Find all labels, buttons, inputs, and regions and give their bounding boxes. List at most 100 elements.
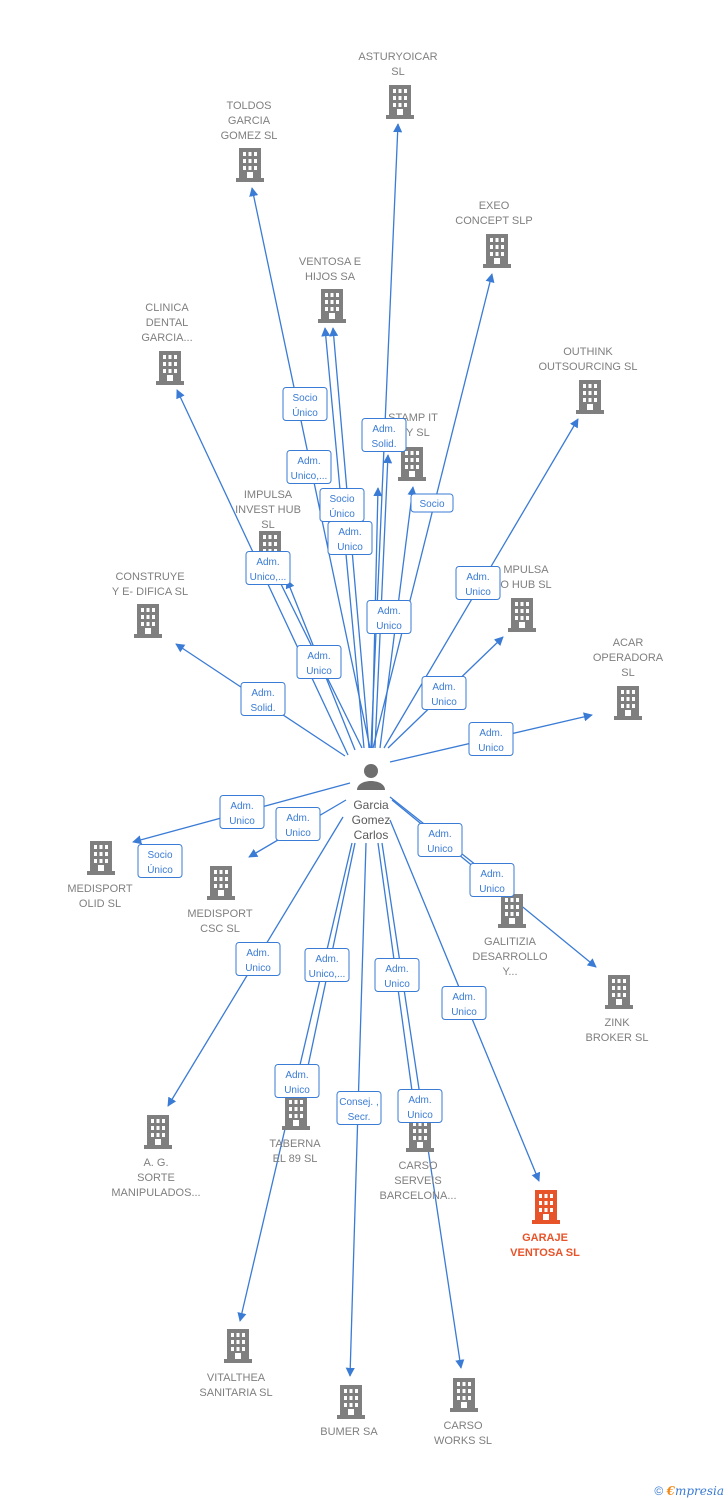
edge-label-box bbox=[468, 722, 514, 756]
edge-label-box bbox=[327, 521, 373, 555]
edge-label-text: Consej. , bbox=[339, 1097, 378, 1108]
edge-label-text: Unico bbox=[451, 1007, 477, 1018]
edge-label-text: Unico bbox=[337, 542, 363, 553]
edge-label-text: Adm. bbox=[377, 606, 400, 617]
edge-label-text: Socio bbox=[147, 850, 172, 861]
edge-label-text: Adm. bbox=[285, 1070, 308, 1081]
edge-label-text: Adm. bbox=[230, 801, 253, 812]
edge-label-box bbox=[361, 418, 407, 452]
edge-label: Socio bbox=[410, 493, 454, 513]
edge-label-box bbox=[455, 566, 501, 600]
company-label-line: WORKS SL bbox=[434, 1435, 492, 1447]
company-label-line: CARSO bbox=[443, 1420, 483, 1432]
company-label-line: CLINICA bbox=[145, 302, 189, 314]
company-label-line: MEDISPORT bbox=[67, 883, 132, 895]
building-icon bbox=[406, 1118, 434, 1152]
company-label-line: GALITIZIA bbox=[484, 936, 537, 948]
copyright-symbol: © bbox=[654, 1484, 664, 1498]
edge-label-box bbox=[137, 844, 183, 878]
company-node-galitizia[interactable]: GALITIZIADESARROLLOY... bbox=[472, 894, 548, 978]
edge-label-text: Adm. bbox=[452, 992, 475, 1003]
company-label-line: MPULSA bbox=[503, 564, 549, 576]
building-icon bbox=[236, 148, 264, 182]
edge-label: Adm.Unico bbox=[455, 566, 501, 600]
edge-label-text: Unico bbox=[384, 979, 410, 990]
company-label-line: SORTE bbox=[137, 1172, 175, 1184]
edge-label: Adm.Unico bbox=[296, 645, 342, 679]
edge-label-text: Adm. bbox=[251, 688, 274, 699]
edge-label-text: Socio bbox=[292, 393, 317, 404]
company-label-line: BUMER SA bbox=[320, 1426, 378, 1438]
edge-label-box bbox=[410, 493, 454, 513]
edge-label-text: Unico,... bbox=[250, 572, 287, 583]
company-label-line: ACAR bbox=[613, 637, 644, 649]
edge-label-box bbox=[469, 863, 515, 897]
company-node-carso-works[interactable]: CARSO WORKS SL bbox=[434, 1378, 492, 1447]
edge-labels: SocioÚnicoAdm.Solid.Adm.Unico,...SocioÚn… bbox=[137, 387, 515, 1125]
company-node-vitalthea[interactable]: VITALTHEA SANITARIA SL bbox=[199, 1329, 273, 1399]
company-label-line: TOLDOS bbox=[226, 100, 271, 112]
edge-label-text: Solid. bbox=[250, 703, 275, 714]
edge-label: Adm.Unico bbox=[235, 942, 281, 976]
building-icon bbox=[576, 380, 604, 414]
building-icon bbox=[134, 604, 162, 638]
edge-label: Adm.Unico bbox=[274, 1064, 320, 1098]
edge-label: Adm.Solid. bbox=[361, 418, 407, 452]
edge-label: Adm.Unico bbox=[327, 521, 373, 555]
edge-label: Adm. Unico bbox=[366, 600, 412, 634]
company-label-line: SERVEIS bbox=[394, 1175, 442, 1187]
edge-label-text: Adm. bbox=[315, 954, 338, 965]
edge-label-box bbox=[441, 986, 487, 1020]
edge-label-text: Adm. bbox=[428, 829, 451, 840]
edge-label-text: Unico bbox=[465, 587, 491, 598]
edge-label: Adm. Solid. bbox=[240, 682, 286, 716]
edge-label-box bbox=[374, 958, 420, 992]
edge-label-box bbox=[245, 551, 291, 585]
edge-label: Adm.Unico bbox=[275, 807, 321, 841]
company-node-bumer[interactable]: BUMER SA bbox=[320, 1385, 378, 1438]
building-icon bbox=[386, 85, 414, 119]
edge-label: Adm.Unico bbox=[469, 863, 515, 897]
edge-label: Adm.Unico bbox=[219, 795, 265, 829]
company-label-line: TABERNA bbox=[269, 1138, 321, 1150]
company-node-clinica[interactable]: CLINICADENTALGARCIA... bbox=[141, 302, 193, 385]
edge-label-text: Unico,... bbox=[309, 969, 346, 980]
company-label-line: SANITARIA SL bbox=[199, 1387, 272, 1399]
company-label-line: SL bbox=[391, 66, 404, 78]
building-icon bbox=[224, 1329, 252, 1363]
company-label-line: BROKER SL bbox=[586, 1032, 649, 1044]
company-label-line: VENTOSA SL bbox=[510, 1247, 580, 1259]
person-name-line-3: Carlos bbox=[354, 828, 389, 842]
footer-brand: © €mpresia bbox=[654, 1484, 724, 1498]
edge-label: Adm.Unico,... bbox=[245, 551, 291, 585]
person-node[interactable]: Garcia Gomez Carlos bbox=[352, 764, 391, 842]
edge-label-text: Adm. bbox=[480, 869, 503, 880]
building-icon bbox=[156, 351, 184, 385]
edge-label-text: Unico bbox=[376, 621, 402, 632]
company-node-sorte[interactable]: A. G.SORTEMANIPULADOS... bbox=[111, 1115, 201, 1199]
building-icon bbox=[614, 686, 642, 720]
edge-label-text: Adm. bbox=[286, 813, 309, 824]
edge-label: Adm.Unico bbox=[417, 823, 463, 857]
company-node-carso-serveis[interactable]: CARSOSERVEISBARCELONA... bbox=[379, 1118, 457, 1202]
company-label-line: EXEO bbox=[479, 200, 510, 212]
edge-label-text: Adm. bbox=[297, 456, 320, 467]
company-label-line: IMPULSA bbox=[244, 489, 293, 501]
company-label-line: VITALTHEA bbox=[207, 1372, 266, 1384]
